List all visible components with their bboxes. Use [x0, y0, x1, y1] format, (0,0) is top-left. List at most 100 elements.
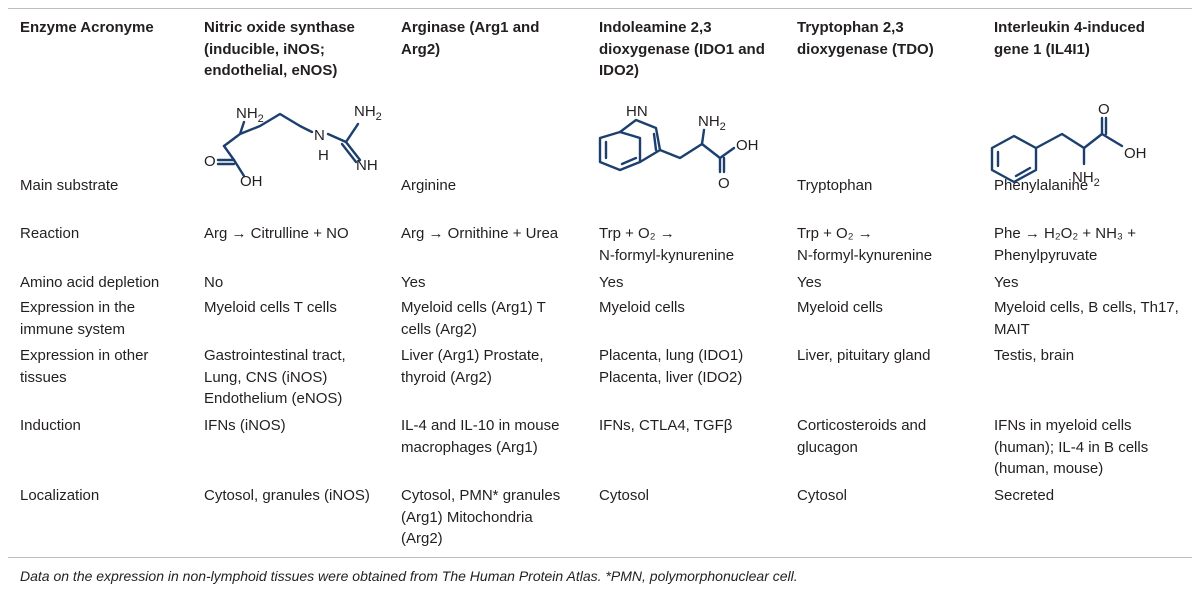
table-cell: Arg → Citrulline + NO [204, 223, 349, 245]
table-cell: Gastrointestinal tract, Lung, CNS (iNOS) E… [204, 345, 346, 410]
table-cell: Phe → H₂O₂ + NH₃ + Phenylpyruvate [994, 223, 1136, 266]
row-label: Reaction [20, 223, 79, 245]
tryptophan-nh2-bond [700, 128, 706, 146]
phenylalanine-benzene-inner-2 [1014, 166, 1032, 178]
table-cell-line: Myeloid cells [797, 299, 883, 316]
table-cell-line: Secreted [994, 487, 1055, 504]
column-header-line: Nitric oxide synthase [204, 19, 355, 36]
table-cell: Myeloid cells, B cells, Th17, MAIT [994, 297, 1179, 340]
table-cell: Cytosol, PMN* granules (Arg1) Mitochondri… [401, 485, 560, 550]
table-cell: Yes [994, 272, 1018, 294]
table-cell-line: Liver (Arg1) Prostate, [401, 347, 544, 364]
row-label-line: Reaction [20, 225, 80, 242]
arginine-guanidine-nh2-label: NH2 [354, 103, 382, 123]
table-cell: Myeloid cells T cells [204, 297, 337, 319]
table-cell: Cytosol [797, 485, 847, 507]
tryptophan-benzene-inner-2 [620, 156, 638, 166]
table-cell-line: macrophages (Arg1) [401, 438, 538, 456]
table-cell-line: Gastrointestinal tract, [204, 347, 346, 364]
table-cell: No [204, 272, 223, 294]
column-header: Nitric oxide synthase(inducible, iNOS;en… [204, 17, 355, 82]
table-cell-line: Yes [599, 274, 624, 291]
table-cell-line: Yes [797, 274, 822, 291]
table-cell-line: IFNs, CTLA4, TGFβ [599, 417, 733, 434]
arginine-chain-bond [222, 112, 314, 148]
arginine-guanidine-nh-bond [344, 140, 362, 162]
table-cell-line: cells (Arg2) [401, 320, 477, 338]
phenylalanine-structure: O OH NH2 [984, 96, 1164, 192]
table-cell: Liver, pituitary gland [797, 345, 930, 367]
arginine-h-label: H [318, 147, 329, 164]
table-cell-line: Yes [401, 274, 426, 291]
table-cell: Myeloid cells (Arg1) T cells (Arg2) [401, 297, 546, 340]
row-label-line: Amino acid depletion [20, 274, 160, 291]
column-header-line: dioxygenase (TDO) [797, 40, 934, 58]
row-label-line: tissues [20, 368, 67, 386]
row-label-line: Induction [20, 417, 81, 434]
table-cell-line: MAIT [994, 320, 1030, 338]
table-cell-line: N-formyl-kynurenine [599, 246, 735, 264]
table-cell-line: (human, mouse) [994, 460, 1104, 477]
table-cell-line: Cytosol, PMN* granules [401, 487, 561, 504]
table-cell: Tryptophan [797, 175, 872, 197]
table-cell: Cytosol, granules (iNOS) [204, 485, 370, 507]
table-cell-line: Trp + O₂ → [797, 225, 873, 242]
table-cell: Liver (Arg1) Prostate,thyroid (Arg2) [401, 345, 544, 388]
table-cell: Testis, brain [994, 345, 1074, 367]
table-cell: Arginine [401, 175, 456, 197]
table-cell: Myeloid cells [599, 297, 685, 319]
table-cell-line: Placenta, liver (IDO2) [599, 368, 743, 386]
column-header-line: Indoleamine 2,3 [599, 19, 712, 36]
table-cell: Placenta, lung (IDO1)Placenta, liver (ID… [599, 345, 743, 388]
column-header: Enzyme Acronyme [20, 17, 154, 39]
table-cell: IFNs (iNOS) [204, 415, 286, 437]
row-label-line: Expression in other [20, 347, 149, 364]
table-cell-line: Testis, brain [994, 347, 1075, 364]
tryptophan-side-chain [658, 142, 722, 160]
tryptophan-pyrrole-ring [618, 118, 662, 164]
arginine-nh-label: NH [356, 157, 378, 174]
table-cell-line: (Arg1) Mitochondria [401, 508, 533, 526]
table-cell: Secreted [994, 485, 1054, 507]
arginine-oh-label: OH [240, 173, 263, 190]
table-cell-line: Liver, pituitary gland [797, 347, 931, 364]
arginine-guanidine-nh2-bond [344, 122, 360, 144]
arginine-carboxyl-bond [222, 144, 236, 162]
row-label-line: Localization [20, 487, 100, 504]
table-cell-line: Arginine [401, 177, 457, 194]
table-cell-line: Phe → H₂O₂ + NH₃ + [994, 225, 1136, 242]
table-cell-line: Cytosol [599, 487, 650, 504]
table-cell-line: Endothelium (eNOS) [204, 390, 343, 407]
table-cell-line: Phenylpyruvate [994, 246, 1098, 264]
table-footnote: Data on the expression in non-lymphoid t… [20, 568, 798, 584]
arginine-hydroxyl-bond [232, 158, 246, 178]
table-cell-line: Cytosol, granules (iNOS) [204, 487, 370, 504]
table-cell-line: Trp + O₂ → [599, 225, 675, 242]
table-cell-line: Myeloid cells (Arg1) T [401, 299, 546, 316]
table-cell: Myeloid cells [797, 297, 883, 319]
table-cell-line: Yes [994, 274, 1019, 291]
table-cell: Arg → Ornithine + Urea [401, 223, 558, 245]
table-cell-line: (human); IL-4 in B cells [994, 438, 1149, 456]
row-label: Expression in other tissues [20, 345, 148, 388]
table-cell: Yes [401, 272, 425, 294]
table-cell: Cytosol [599, 485, 649, 507]
column-header-line: Interleukin 4-induced [994, 19, 1145, 36]
column-header-line: gene 1 (IL4I1) [994, 40, 1090, 58]
table-cell: Trp + O₂ → N-formyl-kynurenine [797, 223, 932, 266]
table-top-rule [8, 8, 1192, 9]
column-header-line: IDO2) [599, 62, 640, 79]
table-cell-line: Lung, CNS (iNOS) [204, 368, 328, 386]
arginine-guanidine-nh-bond-2 [340, 142, 358, 164]
table-cell: IFNs, CTLA4, TGFβ [599, 415, 732, 437]
table-cell-line: Myeloid cells, B cells, Th17, [994, 299, 1179, 316]
tryptophan-benzene-ring [598, 130, 642, 172]
tryptophan-oh-bond [718, 146, 736, 160]
row-label: Amino acid depletion [20, 272, 159, 294]
table-cell-line: Tryptophan [797, 177, 873, 194]
column-header-line: Enzyme Acronyme [20, 19, 154, 36]
table-cell-line: N-formyl-kynurenine [797, 246, 933, 264]
